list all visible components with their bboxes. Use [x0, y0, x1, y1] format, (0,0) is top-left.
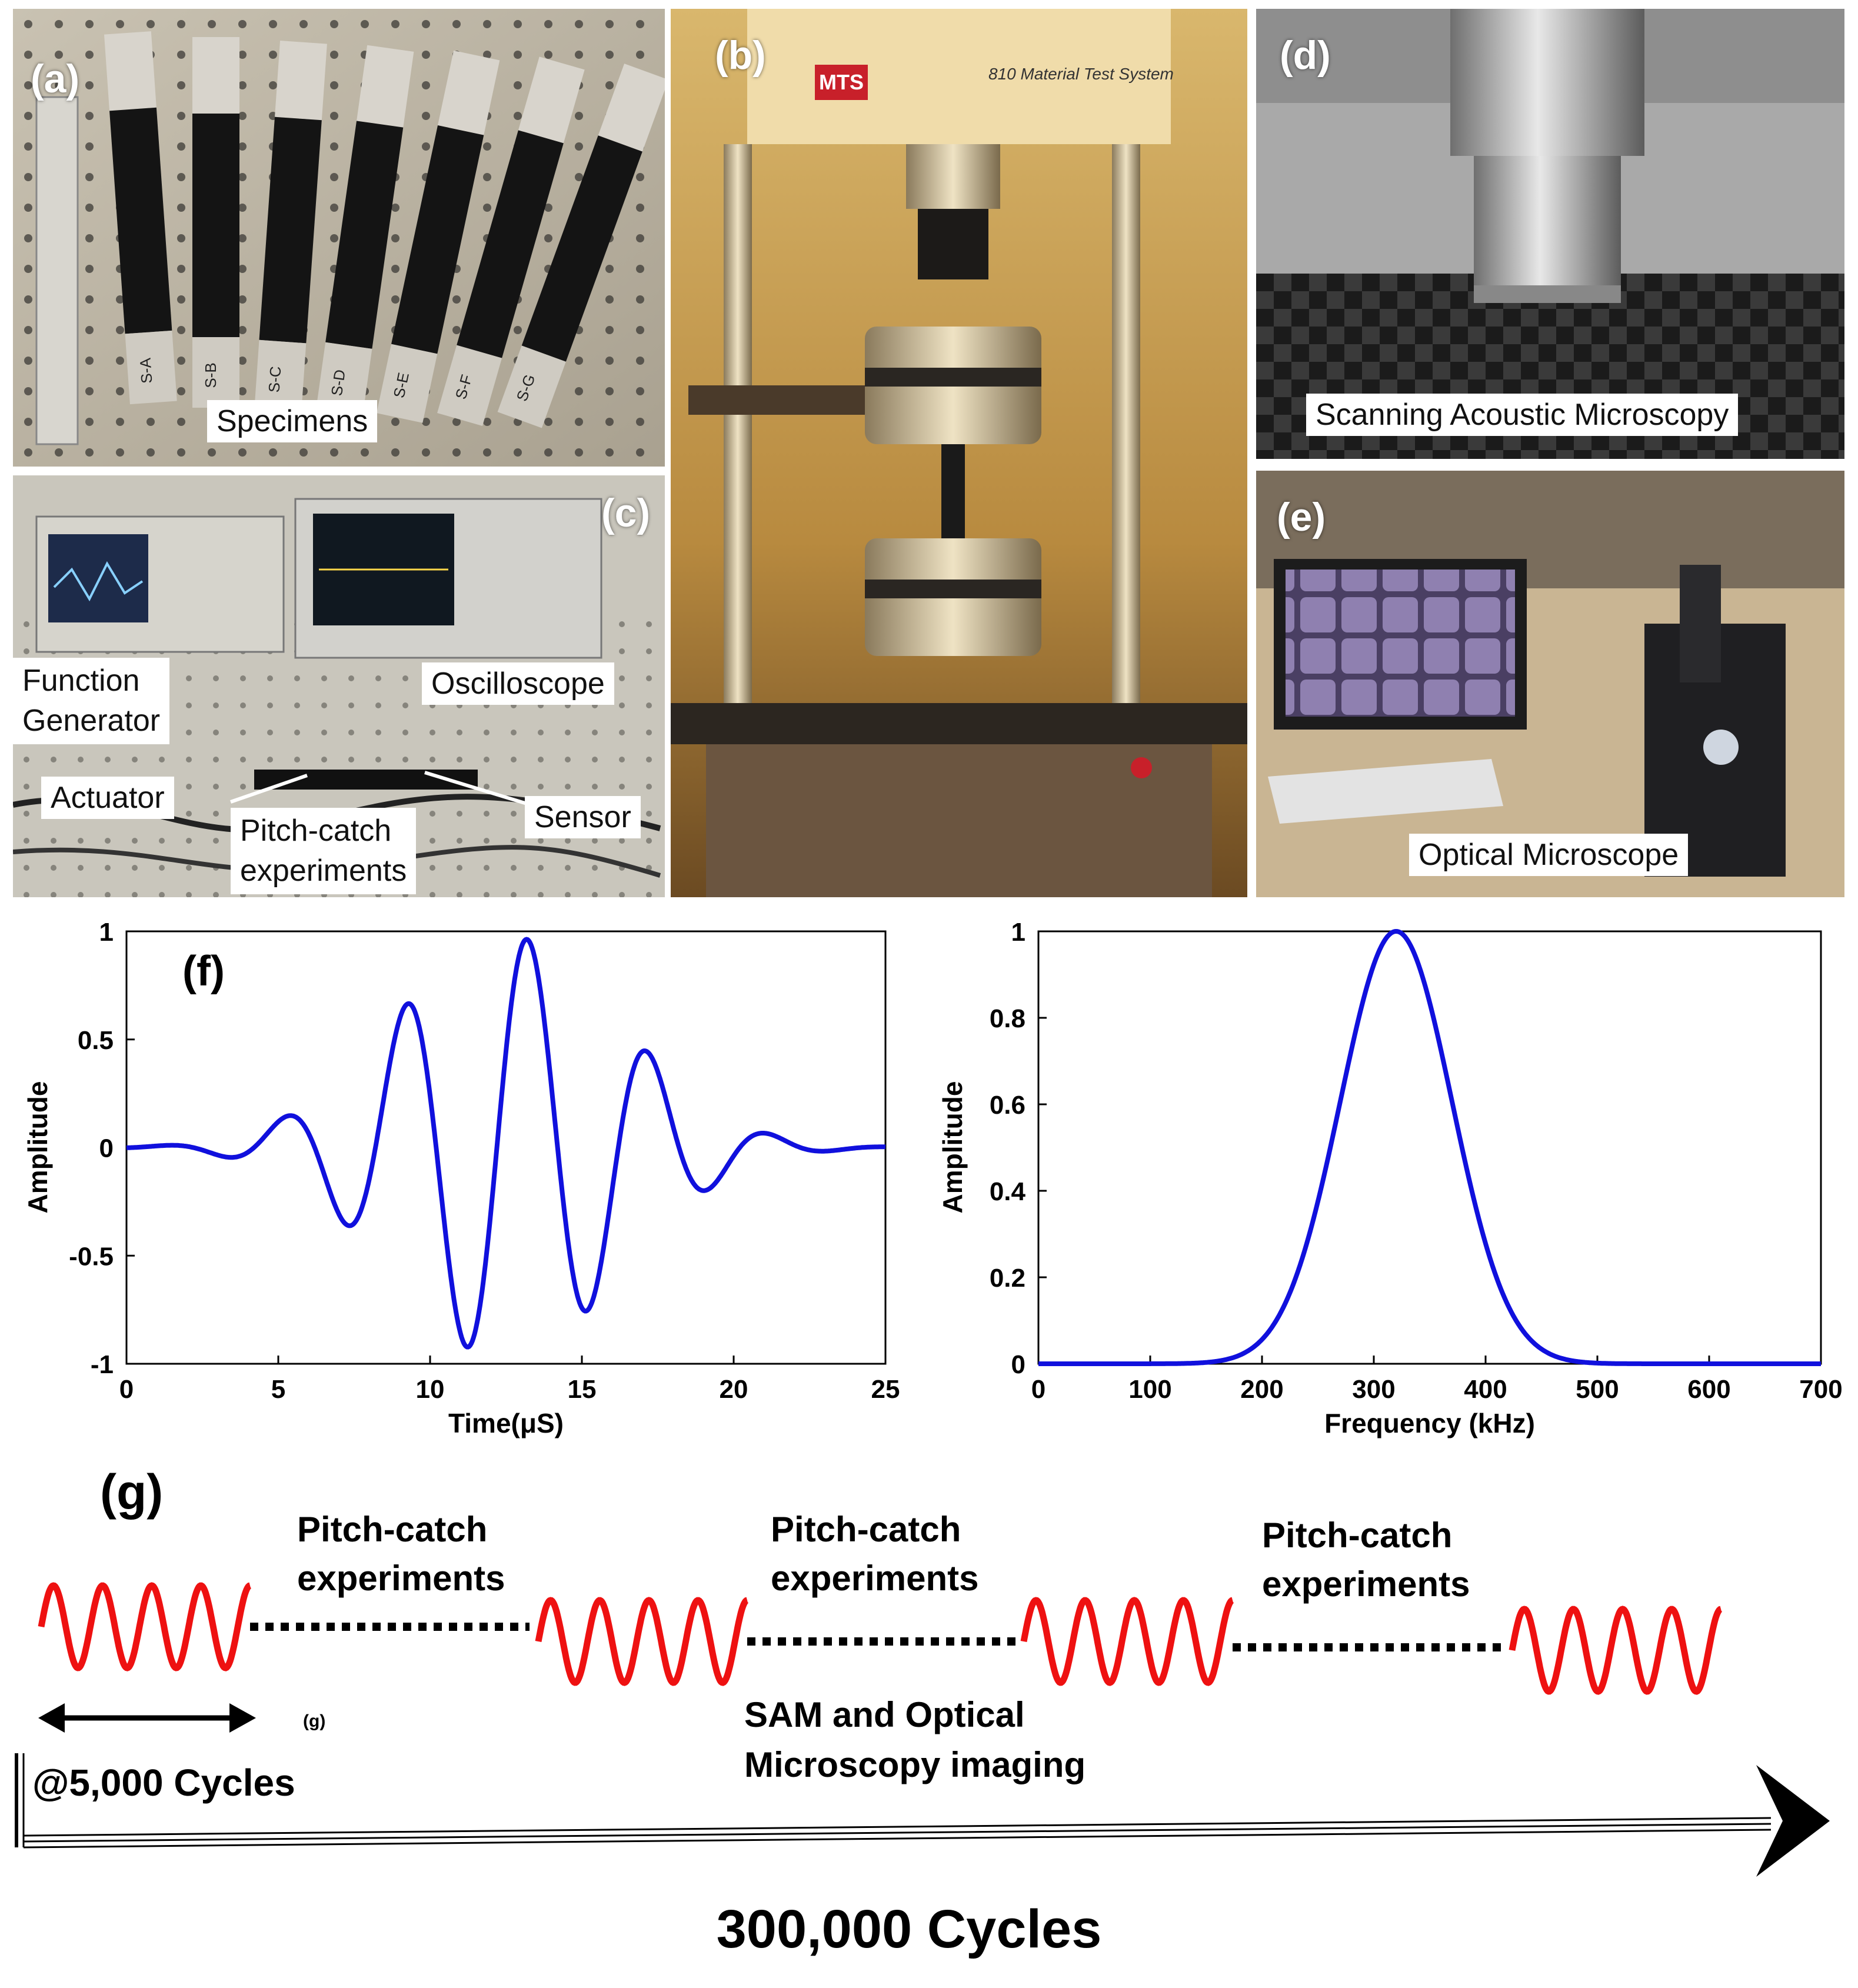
loading-wave-2	[535, 1597, 749, 1686]
specimen-strip: S-A	[104, 31, 177, 405]
specimen-label: S-C	[265, 365, 284, 393]
caption-optical-microscope: Optical Microscope	[1409, 834, 1689, 876]
time-chart: 0 5 10 15 20 25 -1 -0.5 0 0.5 1 Time(μS) Amplitude…	[22, 918, 900, 1438]
frequency-chart-x-tick-label: 300	[1352, 1375, 1395, 1404]
caption-sam: Scanning Acoustic Microscopy	[1306, 394, 1739, 436]
frequency-ylabel: Amplitude	[937, 1081, 968, 1214]
interval-arrow-left-head	[38, 1703, 65, 1733]
time-chart-x-tick-label: 25	[871, 1375, 900, 1404]
specimen-strip: S-G	[497, 64, 665, 428]
time-chart-y-tick-label: -0.5	[69, 1242, 114, 1271]
photo-optical-microscope: (e) Optical Microscope	[1256, 471, 1844, 897]
panel-label-f: (f)	[182, 948, 225, 995]
panel-label-g: (g)	[100, 1464, 163, 1520]
loading-wave-3	[1020, 1597, 1234, 1686]
frequency-chart-y-tick-label: 0.4	[990, 1177, 1026, 1206]
cycles-axis-line-3	[23, 1829, 1772, 1849]
total-cycles-label: 300,000 Cycles	[717, 1899, 1102, 1959]
specimen-strip: S-F	[437, 56, 585, 427]
frequency-signal-line	[1038, 928, 1821, 1366]
specimen-label: S-A	[136, 357, 155, 384]
frequency-chart-x-tick-label: 0	[1031, 1375, 1045, 1404]
caption-function-generator: Function Generator	[13, 658, 170, 745]
frequency-chart-x-tick-label: 200	[1240, 1375, 1283, 1404]
caption-sensor: Sensor	[525, 796, 641, 838]
photo-pitch-catch-setup: (c) Function Generator Oscilloscope Actu…	[13, 475, 665, 897]
panel-label-e: (e)	[1277, 495, 1326, 540]
specimen-strip: S-D	[315, 45, 414, 419]
time-chart-x-tick-label: 0	[119, 1375, 134, 1404]
specimen-label: S-B	[202, 362, 219, 388]
frequency-chart-x-tick-label: 100	[1128, 1375, 1171, 1404]
caption-pointer-arrows	[230, 771, 531, 807]
caption-specimens: Specimens	[207, 400, 378, 442]
time-chart-y-tick-label: 1	[99, 918, 114, 947]
time-chart-ticks: 0 5 10 15 20 25 -1 -0.5 0 0.5 1	[69, 918, 900, 1404]
cycles-axis-line-2	[23, 1823, 1772, 1843]
frequency-chart-y-tick-label: 0	[1011, 1350, 1025, 1379]
panel-label-b: (b)	[715, 33, 766, 78]
caption-pitch-catch: Pitch-catch experiments	[231, 808, 417, 895]
time-chart-y-tick-label: 0	[99, 1134, 114, 1163]
time-chart-x-tick-label: 10	[416, 1375, 445, 1404]
sam-illustration	[1256, 9, 1844, 459]
frequency-chart-y-tick-label: 0.6	[990, 1091, 1025, 1120]
specimen-strip: S-E	[377, 50, 500, 423]
optical-microscope-illustration	[1256, 471, 1844, 897]
time-xlabel: Time(μS)	[448, 1408, 564, 1438]
time-ylabel: Amplitude	[22, 1081, 53, 1214]
time-chart-y-tick-label: -1	[91, 1350, 114, 1379]
cycles-axis-arrowhead	[1756, 1765, 1830, 1877]
mts-machine-name: 810 Material Test System	[988, 65, 1174, 83]
caption-actuator: Actuator	[41, 777, 174, 819]
time-chart-x-tick-label: 15	[568, 1375, 597, 1404]
time-chart-x-tick-label: 5	[271, 1375, 285, 1404]
frequency-chart-y-tick-label: 0.2	[990, 1264, 1025, 1293]
specimen-label: S-D	[328, 368, 349, 397]
loading-wave-1	[38, 1582, 252, 1671]
interval-arrow-right-head	[229, 1703, 256, 1733]
specimen-strip: S-C	[254, 41, 327, 414]
frequency-chart-y-tick-label: 1	[1011, 918, 1025, 947]
time-chart-frame	[125, 930, 887, 1365]
time-signal-line	[126, 937, 886, 1350]
photo-scanning-acoustic-microscopy: (d) Scanning Acoustic Microscopy	[1256, 9, 1844, 459]
frequency-chart-x-tick-label: 700	[1799, 1375, 1842, 1404]
mts-logo: MTS	[819, 70, 864, 94]
frequency-xlabel: Frequency (kHz)	[1324, 1408, 1535, 1438]
loading-wave-4	[1509, 1606, 1723, 1695]
specimen-strip: S-B	[192, 37, 239, 408]
photo-mts-machine: MTS 810 Material Test System (b)	[671, 9, 1247, 897]
mts-machine-illustration: MTS 810 Material Test System	[671, 9, 1247, 897]
frequency-chart-x-tick-label: 400	[1464, 1375, 1507, 1404]
time-chart-x-tick-label: 20	[720, 1375, 748, 1404]
frequency-chart-x-tick-label: 600	[1687, 1375, 1730, 1404]
panel-label-c: (c)	[601, 491, 651, 535]
frequency-chart: 0 100 200 300 400 500 600 700 0 0.2 0.4 0.6 0.8 1 Fre…	[937, 918, 1843, 1438]
cycles-axis-line-1	[23, 1817, 1772, 1837]
panel-label-d: (d)	[1280, 33, 1331, 78]
frequency-chart-y-tick-label: 0.8	[990, 1004, 1025, 1033]
time-chart-y-tick-label: 0.5	[78, 1026, 114, 1055]
frequency-chart-ticks: 0 100 200 300 400 500 600 700 0 0.2 0.4 0.6 0.8 1	[990, 918, 1843, 1404]
frequency-chart-x-tick-label: 500	[1576, 1375, 1619, 1404]
interval-label: @5,000 Cycles	[32, 1761, 295, 1804]
caption-oscilloscope: Oscilloscope	[422, 662, 614, 705]
panel-label-a: (a)	[31, 56, 80, 101]
small-panel-label-g: (g)	[303, 1711, 325, 1731]
